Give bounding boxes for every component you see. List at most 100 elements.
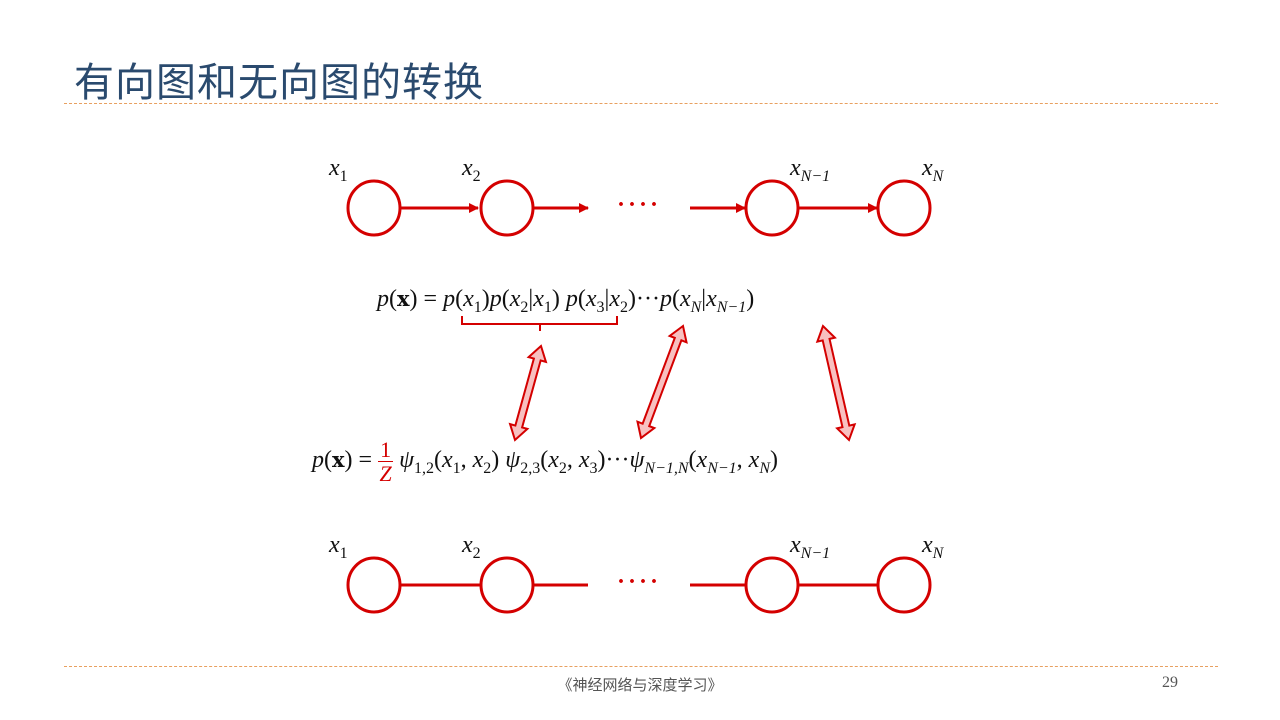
equation-term: N−1 [707,460,737,478]
equation-term: ( [501,286,510,312]
double-arrow [636,324,688,440]
equation-term: x [397,286,410,311]
equation-term: ) [746,286,755,312]
equation-term: ψ [399,447,414,474]
equation-term: 2,3 [520,460,541,478]
equation-term: ( [324,447,332,474]
equation-term: 1 [543,299,552,316]
equation-term: 2 [619,299,628,316]
equation-term: x [548,447,559,474]
equation-term: p [565,286,578,312]
node-circle [876,179,932,237]
node-label: xN [921,532,945,562]
equation-term: 2 [483,460,492,478]
equation-term: , [460,447,473,474]
node-circle [479,556,535,614]
equation-term: x [509,286,521,312]
equation-term: N−1,N [644,460,689,478]
equation-term: x [533,286,544,312]
equation-term: x [679,286,691,312]
equation-term: x [472,447,484,474]
equation-term: x [748,447,760,474]
equation-term: , [566,447,579,474]
equation-term: p [443,286,456,312]
ellipsis: ···· [617,192,661,218]
equation-term: ψ [629,447,645,474]
node-label: xN−1 [789,532,830,562]
equation-term: N [690,299,702,316]
equation-term: | [528,286,534,312]
node-circle [744,179,800,237]
equation-term: p [659,286,672,312]
node-circle [479,179,535,237]
equation-term: 3 [596,299,605,316]
equation-term: ··· [635,286,660,312]
node-circle [346,179,402,237]
equation-term: ( [455,286,464,312]
equation-term: ··· [605,447,630,474]
node-label: x2 [461,155,481,185]
grouping-brace [461,316,618,331]
footer-divider [64,666,1218,667]
double-arrow [508,344,548,442]
equation-term: p [312,447,324,474]
equation-term: x [706,286,717,312]
ellipsis: ···· [617,569,661,595]
equation-term: | [604,286,610,312]
fraction-numerator: 1 [378,437,394,463]
equation-term: x [609,286,620,312]
node-label: x1 [328,532,348,562]
directed-factorization-equation: p(x) = p(x1)p(x2|x1) p(x3|x2)···p(xN|xN−… [377,287,754,316]
equation-term: ( [433,447,442,474]
fraction-denominator: Z [379,461,392,487]
node-label: x1 [328,155,348,185]
equation-term: | [701,286,707,312]
equation-term: x [463,286,474,312]
equation-term: 3 [589,460,598,478]
equation-term: ( [540,447,549,474]
undirected-chain: x1 x2 xN−1 xN ···· [328,532,945,614]
equation-term: x [585,286,597,312]
equation-term: x [696,447,708,474]
equation-term: ψ [505,447,521,474]
node-circle [876,556,932,614]
equation-term: 2 [520,299,529,316]
equation-term: 1,2 [413,460,434,478]
equation-term: 1 [473,299,482,316]
equation-term: ) [481,286,490,312]
correspondence-arrows [508,324,857,442]
node-label: xN [921,155,945,185]
directed-chain: x1 x2 xN−1 xN ···· [328,155,945,237]
node-circle [744,556,800,614]
header-divider [64,103,1218,104]
equation-term: ( [577,286,586,312]
equation-term: ( [671,286,680,312]
equation-term: , [736,447,749,474]
equation-term: ) [769,447,778,474]
double-arrow [815,324,857,442]
equation-term: ( [389,286,397,312]
equation-term: ) [627,286,636,312]
node-label: xN−1 [789,155,830,185]
equation-term: x [332,447,345,473]
node-circle [346,556,402,614]
equation-term: 1 [452,460,461,478]
equation-term: N [759,460,770,478]
equation-term: ) = [409,286,444,312]
equation-term: x [441,447,453,474]
node-label: x2 [461,532,481,562]
equation-term: ( [688,447,697,474]
equation-term: x [578,447,590,474]
equation-term: p [489,286,502,312]
footer-book-title: 《神经网络与深度学习》 [557,678,723,694]
equation-term: N−1 [716,299,747,316]
slide-title: 有向图和无向图的转换 [74,60,484,106]
equation-term: ) [491,447,506,474]
equation-term: ) [551,286,566,312]
page-number: 29 [1162,674,1178,691]
equation-term: ) = [344,447,373,474]
equation-term: 2 [558,460,567,478]
equation-term: p [377,286,389,312]
